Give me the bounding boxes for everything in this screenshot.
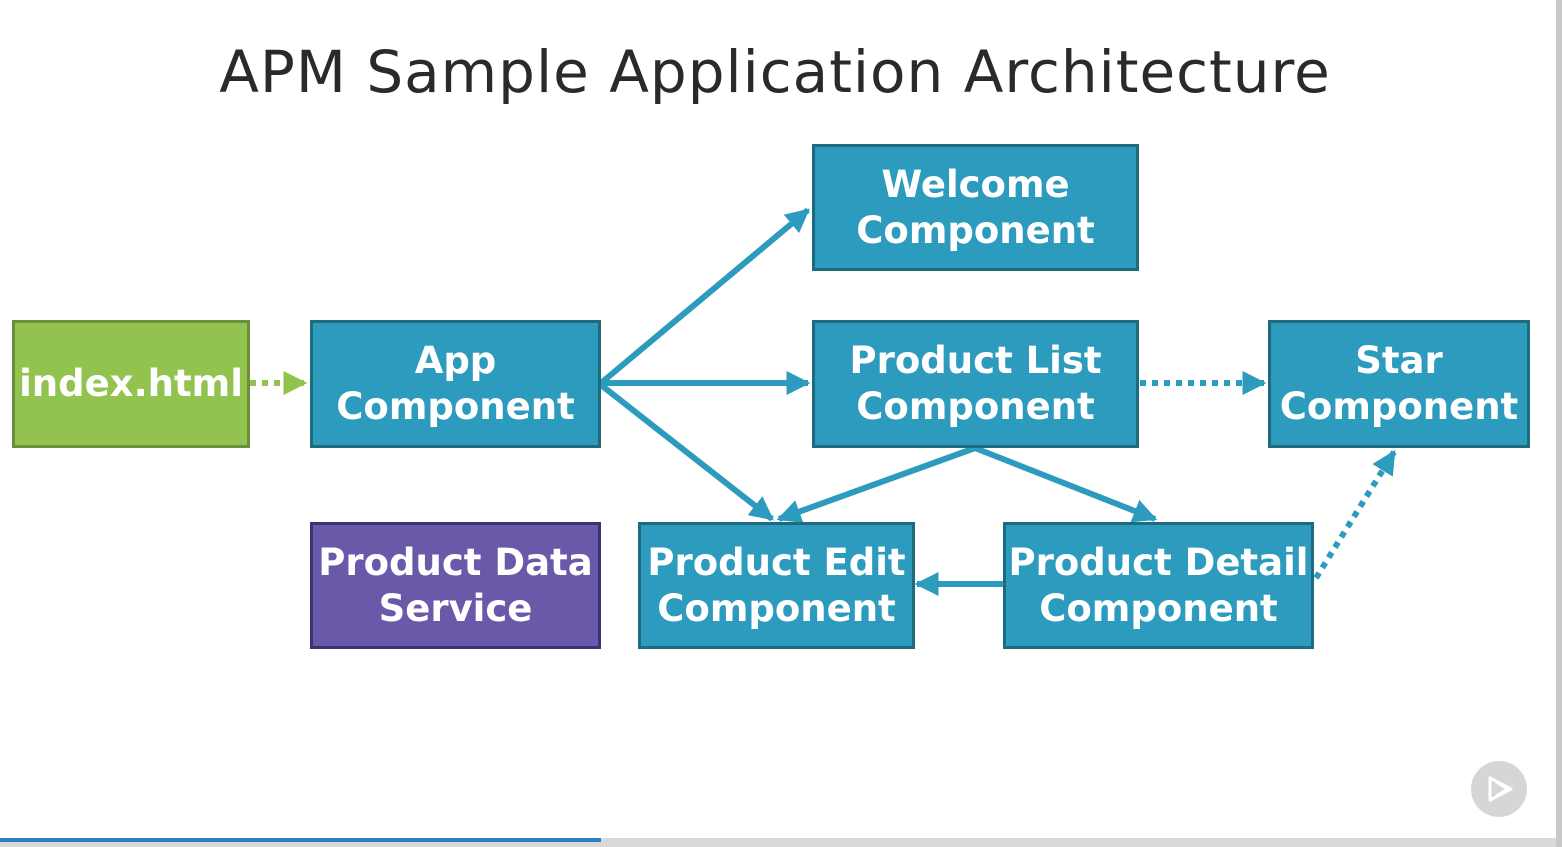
- edge-product-list-to-product-detail: [973, 445, 1158, 523]
- node-product-detail-component: Product Detail Component: [1003, 522, 1314, 649]
- window-edge: [1556, 0, 1562, 847]
- node-app-component: App Component: [310, 320, 601, 448]
- node-product-edit-component: Product Edit Component: [638, 522, 915, 649]
- node-welcome-component: Welcome Component: [812, 144, 1139, 271]
- edge-app-to-welcome: [599, 207, 810, 386]
- node-star-component: Star Component: [1268, 320, 1530, 448]
- node-product-data-service: Product Data Service: [310, 522, 601, 649]
- video-progress-bar[interactable]: [0, 838, 1556, 847]
- slide-title: APM Sample Application Architecture: [219, 38, 1331, 106]
- play-button[interactable]: [1471, 761, 1527, 817]
- edge-product-list-to-product-edit: [776, 445, 977, 523]
- node-index-html: index.html: [12, 320, 250, 448]
- edge-product-detail-to-star: [1313, 449, 1397, 580]
- edge-app-to-product-edit: [599, 382, 774, 522]
- play-icon: [1488, 776, 1513, 802]
- node-product-list-component: Product List Component: [812, 320, 1139, 448]
- video-progress-fill: [0, 838, 601, 842]
